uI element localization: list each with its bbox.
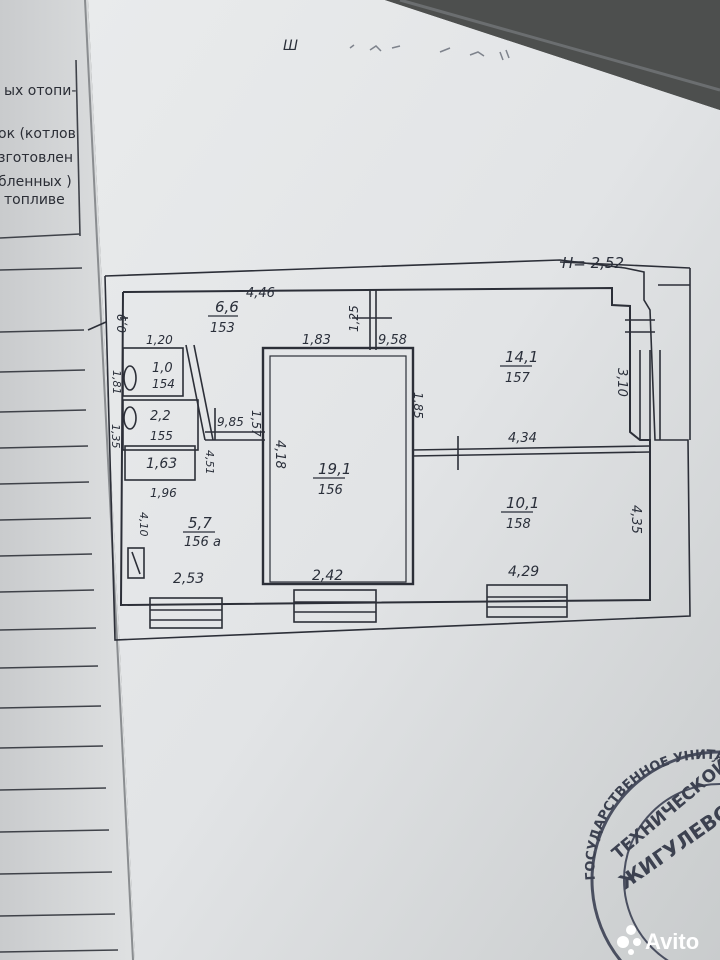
avito-watermark: Avito [617, 925, 699, 955]
left-page: ых отопи- ок (котлов зготовлен бленных )… [0, 0, 135, 960]
height-label: Н= 2,52 [562, 254, 624, 272]
dimension-label: 4,29 [508, 564, 539, 580]
dimension-label: 4,51 [203, 450, 216, 475]
room-code-label: 154 [152, 377, 175, 391]
room-labels: 6,6 153 14,1 157 1,0 154 2,2 155 1,63 19… [146, 298, 539, 550]
window-right [625, 319, 661, 440]
room-area-label: 19,1 [318, 460, 351, 478]
windows-bottom [149, 584, 568, 629]
dimension-label: 4,35 [628, 505, 643, 534]
room-code-label: 155 [150, 429, 173, 443]
room-area-label: 10,1 [506, 494, 539, 512]
dimension-label: 1,25 [347, 305, 361, 332]
left-page-line-3: зготовлен [0, 150, 73, 166]
room-code-label: 153 [210, 321, 235, 336]
room-area-label: 2,2 [150, 409, 171, 424]
dimension-label: 9,85 [217, 415, 244, 429]
room-area-label: 14,1 [505, 348, 538, 366]
dimension-label: 2,53 [173, 571, 204, 587]
room-area-label: 6,6 [215, 298, 239, 316]
room-area-label: 1,0 [152, 361, 173, 376]
dimension-label: 1,83 [302, 333, 331, 348]
left-page-line-4: бленных ) [0, 174, 72, 190]
dimension-label: 1,81 [110, 370, 123, 395]
room-code-label: 158 [506, 517, 531, 532]
avito-logo-icon [617, 925, 641, 955]
document-page: Ш [88, 0, 720, 960]
dimension-label: 0,9 [115, 314, 129, 333]
dimension-label: 4,46 [246, 286, 275, 301]
left-page-line-5: топливе [4, 192, 65, 208]
dimension-label: 4,18 [272, 440, 287, 469]
left-page-line-1: ых отопи- [4, 83, 76, 99]
floor-plan [87, 259, 691, 641]
room-code-label: 156 [318, 483, 343, 498]
room-area-label: 1,63 [146, 456, 177, 472]
header-scribble [349, 44, 510, 61]
dimension-label: 1,20 [146, 333, 173, 347]
left-page-line-2: ок (котлов [0, 126, 76, 142]
dimension-label: 1,85 [411, 392, 425, 419]
room-area-label: 5,7 [188, 514, 212, 532]
room-code-label: 157 [505, 371, 531, 386]
room-code-label: 156 а [184, 535, 221, 550]
dimension-label: 4,10 [137, 512, 150, 537]
dimension-label: 2,42 [312, 568, 343, 584]
left-page-ruled-lines [0, 59, 119, 953]
dimension-label: 3,10 [614, 368, 629, 397]
header-mark: Ш [283, 38, 298, 54]
watermark-text: Avito [645, 929, 699, 954]
dimension-label: 1,57 [249, 410, 263, 437]
dimension-labels: Н= 2,52 4,46 1,20 0,9 1,83 9,58 1,25 1,5… [109, 254, 643, 587]
dimension-label: 1,96 [150, 486, 177, 500]
dimension-label: 9,58 [378, 333, 407, 348]
dimension-label: 1,35 [109, 424, 122, 449]
dimension-label: 4,34 [508, 431, 537, 446]
